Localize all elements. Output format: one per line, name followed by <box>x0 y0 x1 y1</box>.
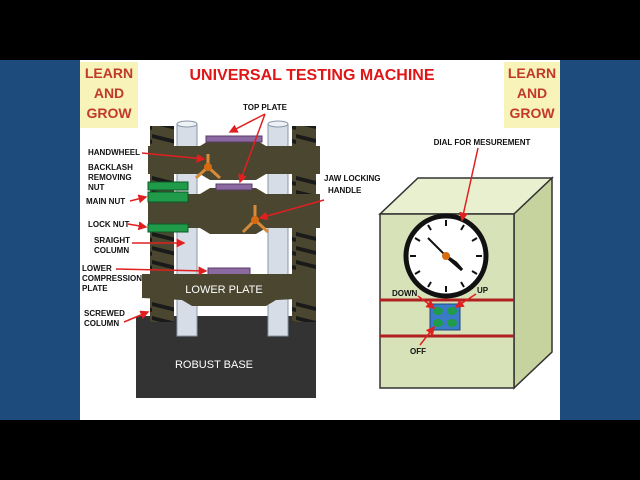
jaw-locking-arrow <box>258 199 325 221</box>
screwed-column-arrow <box>123 310 150 323</box>
screwed-column-label-2: COLUMN <box>84 319 119 328</box>
control-cabinet <box>378 176 554 390</box>
brand-right-line-2: AND <box>517 85 547 101</box>
main-nut-arrow <box>129 194 148 204</box>
side-bar-right <box>560 60 640 420</box>
main-nut-label: MAIN NUT <box>86 197 125 206</box>
top-plate <box>205 135 263 143</box>
brand-left-line-1: LEARN <box>85 65 133 81</box>
lock-nut-label: LOCK NUT <box>88 220 129 229</box>
jaw-locking-handle <box>241 205 270 234</box>
handwheel-top <box>194 154 222 180</box>
backlash-label-2: REMOVING <box>88 173 132 182</box>
lock-nut-arrow <box>127 221 148 231</box>
side-bar-left <box>0 60 80 420</box>
lower-plate-label: LOWER PLATE <box>185 284 262 296</box>
dial-ticks <box>410 220 482 292</box>
brand-right-line-3: GROW <box>509 105 555 121</box>
top-plate-label: TOP PLATE <box>243 103 288 112</box>
jaw-locking-label-1: JAW LOCKING <box>324 174 380 183</box>
up-button <box>447 307 457 315</box>
spare-button <box>447 319 457 327</box>
page-title: UNIVERSAL TESTING MACHINE <box>189 67 434 84</box>
off-arrow <box>419 325 435 346</box>
lower-compression-label-2: COMPRESSION <box>82 274 142 283</box>
robust-base <box>136 316 316 398</box>
column-cap-right <box>267 120 289 128</box>
screwed-column-label-1: SCREWED <box>84 309 125 318</box>
middle-crosshead <box>148 188 320 234</box>
lower-plate <box>142 274 316 306</box>
straight-column-label-2: COLUMN <box>94 246 129 255</box>
top-plate-arrow-2 <box>238 113 266 184</box>
lower-compression-label-3: PLATE <box>82 284 108 293</box>
column-cap-left <box>176 120 198 128</box>
down-arrow <box>417 295 436 309</box>
main-nut <box>147 191 189 203</box>
up-arrow <box>454 293 477 308</box>
down-button <box>433 307 443 315</box>
brand-left-line-2: AND <box>94 85 124 101</box>
top-plate-arrow-1 <box>228 113 266 133</box>
diagram-canvas: LEARN AND GROW LEARN AND GROW UNIVERSAL … <box>80 62 560 398</box>
letterbox-top <box>0 0 640 60</box>
brand-logo-right: LEARN AND GROW <box>504 62 560 128</box>
dial-hub <box>442 252 450 260</box>
handwheel-label: HANDWHEEL <box>88 148 140 157</box>
backlash-label-3: NUT <box>88 183 105 192</box>
dial-arrow <box>459 147 479 222</box>
letterbox-bottom <box>0 420 640 480</box>
down-label: DOWN <box>392 289 418 298</box>
robust-base-label: ROBUST BASE <box>175 359 253 371</box>
backlash-removing-nut <box>147 181 189 191</box>
lock-nut <box>147 223 189 233</box>
brand-right-line-1: LEARN <box>508 65 556 81</box>
top-crosshead <box>148 140 320 180</box>
up-label: UP <box>477 286 489 295</box>
jaw-locking-label-2: HANDLE <box>328 186 362 195</box>
lower-compression-label-1: LOWER <box>82 264 112 273</box>
testing-machine: ROBUST BASE <box>136 120 320 398</box>
handwheel-arrow <box>141 152 206 163</box>
dial-needle-short <box>445 254 464 272</box>
dial-label: DIAL FOR MESUREMENT <box>434 138 531 147</box>
middle-plate <box>215 183 253 191</box>
lower-compression-plate <box>207 267 251 276</box>
cabinet-side-face <box>513 176 553 390</box>
straight-column-label-1: SRAIGHT <box>94 236 130 245</box>
control-button-panel <box>429 303 461 331</box>
off-label: OFF <box>410 347 426 356</box>
dial-needle-long <box>427 237 447 257</box>
lower-compression-arrow <box>115 266 208 276</box>
slide: LEARN AND GROW LEARN AND GROW UNIVERSAL … <box>80 60 560 420</box>
brand-logo-left: LEARN AND GROW <box>80 62 138 128</box>
backlash-label-1: BACKLASH <box>88 163 133 172</box>
brand-left-line-3: GROW <box>86 105 132 121</box>
off-button <box>433 319 443 327</box>
